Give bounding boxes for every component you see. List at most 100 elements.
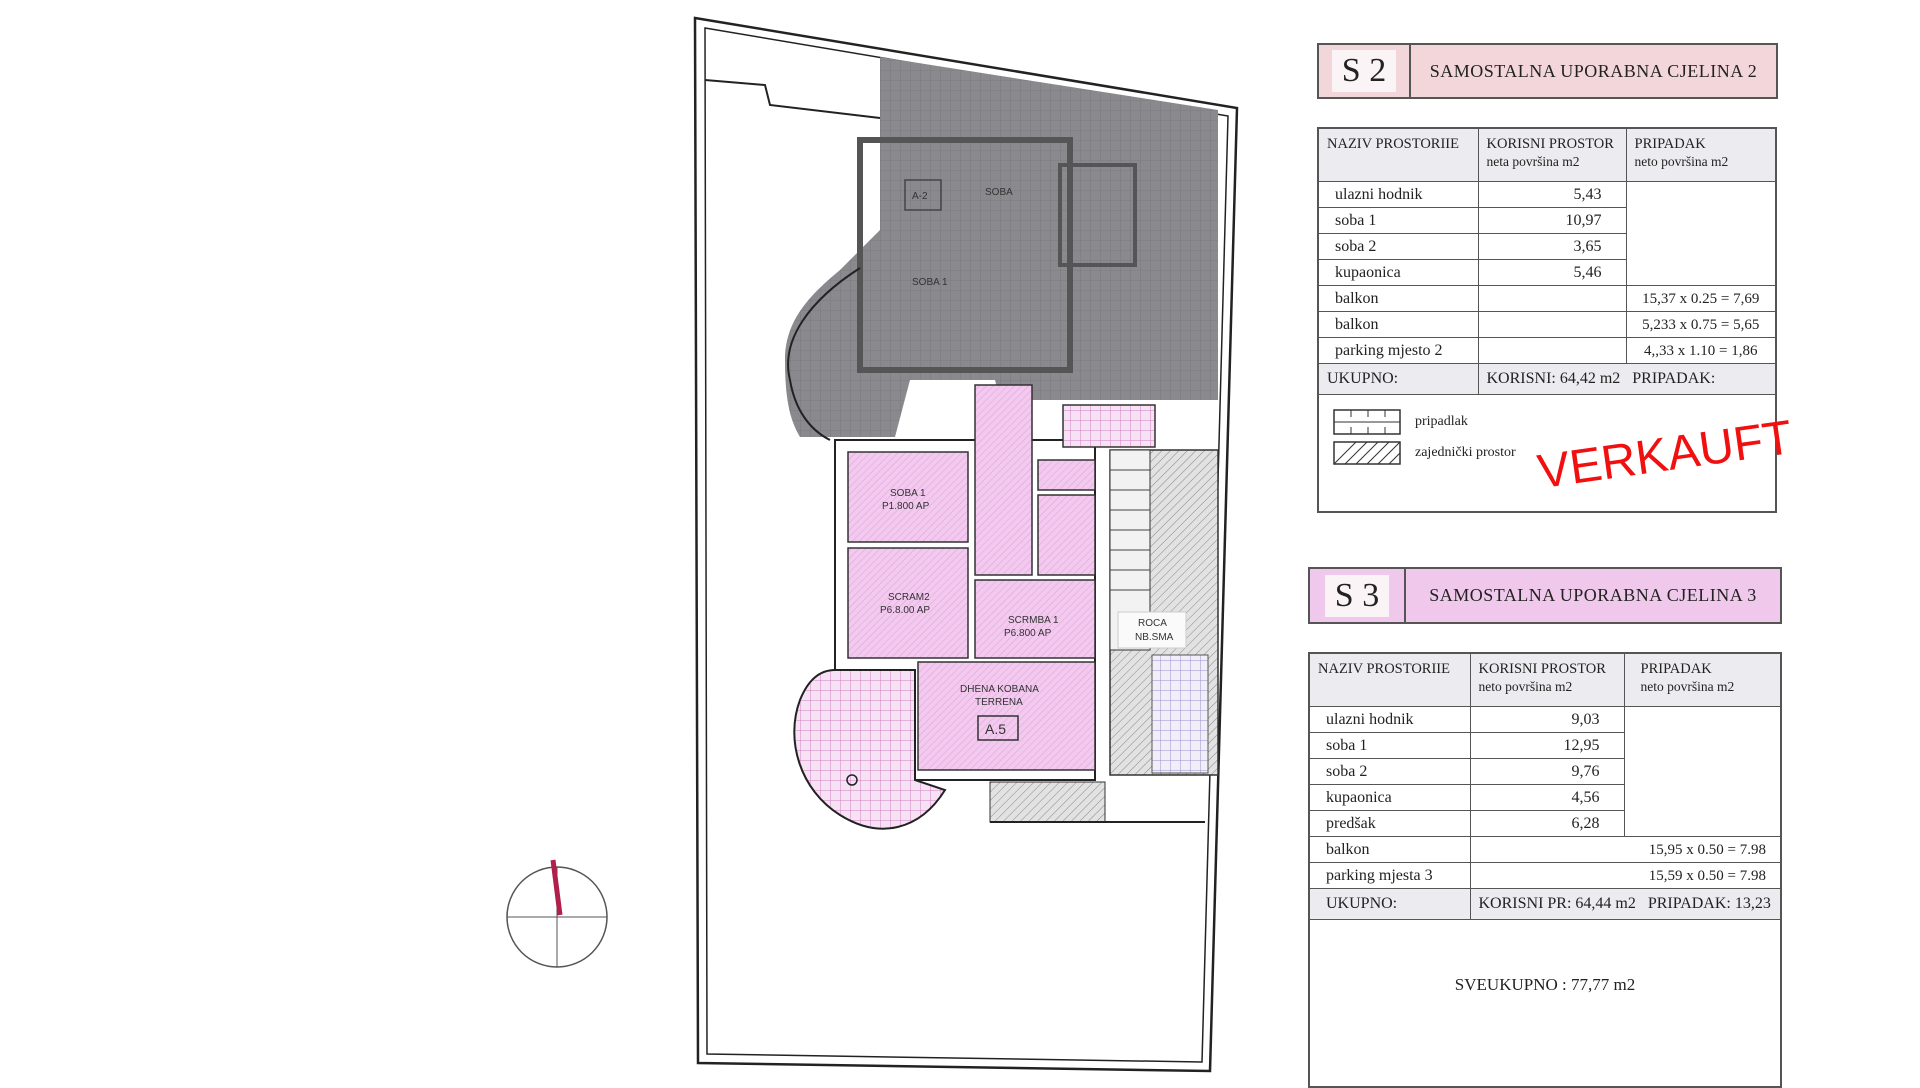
header-subtext: neto površina m2 — [1640, 679, 1735, 694]
unit-label-a5: A.5 — [985, 721, 1006, 737]
header-text: KORISNI PROSTOR — [1478, 661, 1606, 677]
unit-s2-header: S 2 SAMOSTALNA UPORABNA CJELINA 2 — [1317, 43, 1778, 99]
area-calculation: 15,59 x 0.50 = 7.98 — [1469, 862, 1782, 889]
room-area-soba1: P1.800 AP — [882, 501, 930, 512]
table-row: parking mjesto 2 4,,33 x 1.10 = 1,86 — [1317, 337, 1777, 364]
room-label-soba3: SCRMBA 1 — [1008, 615, 1059, 626]
room-area: 9,03 — [1469, 706, 1625, 733]
room-label-soba1-top: SOBA 1 — [912, 277, 948, 288]
area-calculation: 4,,33 x 1.10 = 1,86 — [1625, 337, 1777, 364]
area-calculation: 15,95 x 0.50 = 7.98 — [1469, 836, 1782, 863]
area-calculation: 5,233 x 0.75 = 5,65 — [1625, 311, 1777, 338]
table-header: NAZIV PROSTORIIE KORISNI PROSTOR neto pov… — [1308, 652, 1782, 707]
total-appurtenance: PRIPADAK: — [1632, 370, 1716, 387]
total-row: UKUPNO: KORISNI PR: 64,44 m2 PRIPADAK: 1… — [1308, 888, 1782, 920]
hatch-pattern-icon — [1333, 441, 1401, 465]
column-header-usable: KORISNI PROSTOR neta površina m2 — [1477, 127, 1627, 182]
table-header: NAZIV PROSTORIIE KORISNI PROSTOR neta pov… — [1317, 127, 1777, 182]
room-name: soba 1 — [1308, 732, 1471, 759]
empty-cell — [1625, 181, 1777, 286]
plot-boundary — [693, 16, 1239, 1073]
column-header-name: NAZIV PROSTORIIE — [1317, 127, 1479, 182]
unit-s2-code: S 2 — [1319, 45, 1411, 97]
empty-cell — [1623, 706, 1782, 837]
header-text: KORISNI PROSTOR — [1486, 136, 1614, 152]
room-area-roca: NB.SMA — [1135, 632, 1174, 643]
legend-row: pripadlak zajednički prostor — [1317, 394, 1777, 513]
total-values: KORISNI: 64,42 m2 PRIPADAK: — [1477, 363, 1777, 395]
unit-s3-table: NAZIV PROSTORIIE KORISNI PROSTOR neto pov… — [1308, 652, 1782, 1088]
column-header-appurtenance: PRIPADAK neto površina m2 — [1625, 127, 1777, 182]
unit-label-a2: A-2 — [912, 191, 928, 202]
table-row: balkon 15,37 x 0.25 = 7,69 — [1317, 285, 1777, 312]
room-name: balkon — [1317, 285, 1479, 312]
header-text: PRIPADAK — [1634, 136, 1706, 152]
room-name: soba 2 — [1317, 233, 1479, 260]
grand-total: SVEUKUPNO : 77,77 m2 — [1308, 919, 1782, 1088]
total-usable: KORISNI PR: 64,44 m2 — [1478, 895, 1636, 912]
room-area: 5,43 — [1477, 181, 1627, 208]
legend-label: zajednički prostor — [1415, 445, 1516, 460]
room-label-terrace-2: TERRENA — [975, 697, 1023, 708]
unit-s3-title: SAMOSTALNA UPORABNA CJELINA 3 — [1429, 585, 1757, 605]
column-header-name: NAZIV PROSTORIIE — [1308, 652, 1471, 707]
room-area: 10,97 — [1477, 207, 1627, 234]
room-area-soba3: P6.800 AP — [1004, 628, 1052, 639]
room-name: kupaonica — [1317, 259, 1479, 286]
total-label: UKUPNO: — [1308, 888, 1471, 920]
room-area: 5,46 — [1477, 259, 1627, 286]
room-label-soba: SOBA — [985, 187, 1013, 198]
room-name: ulazni hodnik — [1317, 181, 1479, 208]
room-name: balkon — [1317, 311, 1479, 338]
terrace-area — [793, 669, 947, 830]
room-name: soba 2 — [1308, 758, 1471, 785]
legend-item-common: zajednički prostor — [1333, 441, 1767, 465]
empty-cell — [1477, 311, 1627, 338]
room-name: parking mjesta 3 — [1308, 862, 1471, 889]
room-area: 4,56 — [1469, 784, 1625, 811]
legend-item-pripadak: pripadlak — [1333, 409, 1767, 435]
header-subtext: neto površina m2 — [1478, 679, 1573, 694]
unit-s3-code: S 3 — [1310, 569, 1406, 622]
room-name: ulazni hodnik — [1308, 706, 1471, 733]
room-label-terrace: DHENA KOBANA — [960, 684, 1039, 695]
total-row: UKUPNO: KORISNI: 64,42 m2 PRIPADAK: — [1317, 363, 1777, 395]
unit-s2-code-text: S 2 — [1331, 50, 1397, 92]
room-name: predšak — [1308, 810, 1471, 837]
room-area-soba2: P6.8.00 AP — [880, 605, 930, 616]
legend-label: pripadlak — [1415, 414, 1468, 429]
total-usable: KORISNI: 64,42 m2 — [1486, 370, 1621, 387]
empty-cell — [1477, 337, 1627, 364]
room-area: 12,95 — [1469, 732, 1625, 759]
unit-s3-header: S 3 SAMOSTALNA UPORABNA CJELINA 3 — [1308, 567, 1782, 624]
header-text: PRIPADAK — [1640, 661, 1712, 677]
room-label-roca: ROCA — [1138, 618, 1167, 629]
total-appurtenance: PRIPADAK: 13,23 — [1647, 895, 1771, 912]
table-row: balkon 5,233 x 0.75 = 5,65 — [1317, 311, 1777, 338]
column-header-usable: KORISNI PROSTOR neto površina m2 — [1469, 652, 1625, 707]
room-area: 6,28 — [1469, 810, 1625, 837]
room-area: 3,65 — [1477, 233, 1627, 260]
room-name: parking mjesto 2 — [1317, 337, 1479, 364]
room-label-soba2: SCRAM2 — [888, 592, 930, 603]
room-name: soba 1 — [1317, 207, 1479, 234]
unit-s2-table: NAZIV PROSTORIIE KORISNI PROSTOR neta pov… — [1317, 127, 1777, 513]
room-name: balkon — [1308, 836, 1471, 863]
area-calculation: 15,37 x 0.25 = 7,69 — [1625, 285, 1777, 312]
empty-cell — [1477, 285, 1627, 312]
header-subtext: neto površina m2 — [1634, 154, 1729, 169]
header-subtext: neta površina m2 — [1486, 154, 1580, 169]
total-values: KORISNI PR: 64,44 m2 PRIPADAK: 13,23 — [1469, 888, 1782, 920]
total-label: UKUPNO: — [1317, 363, 1479, 395]
column-header-appurtenance: PRIPADAK neto površina m2 — [1623, 652, 1782, 707]
